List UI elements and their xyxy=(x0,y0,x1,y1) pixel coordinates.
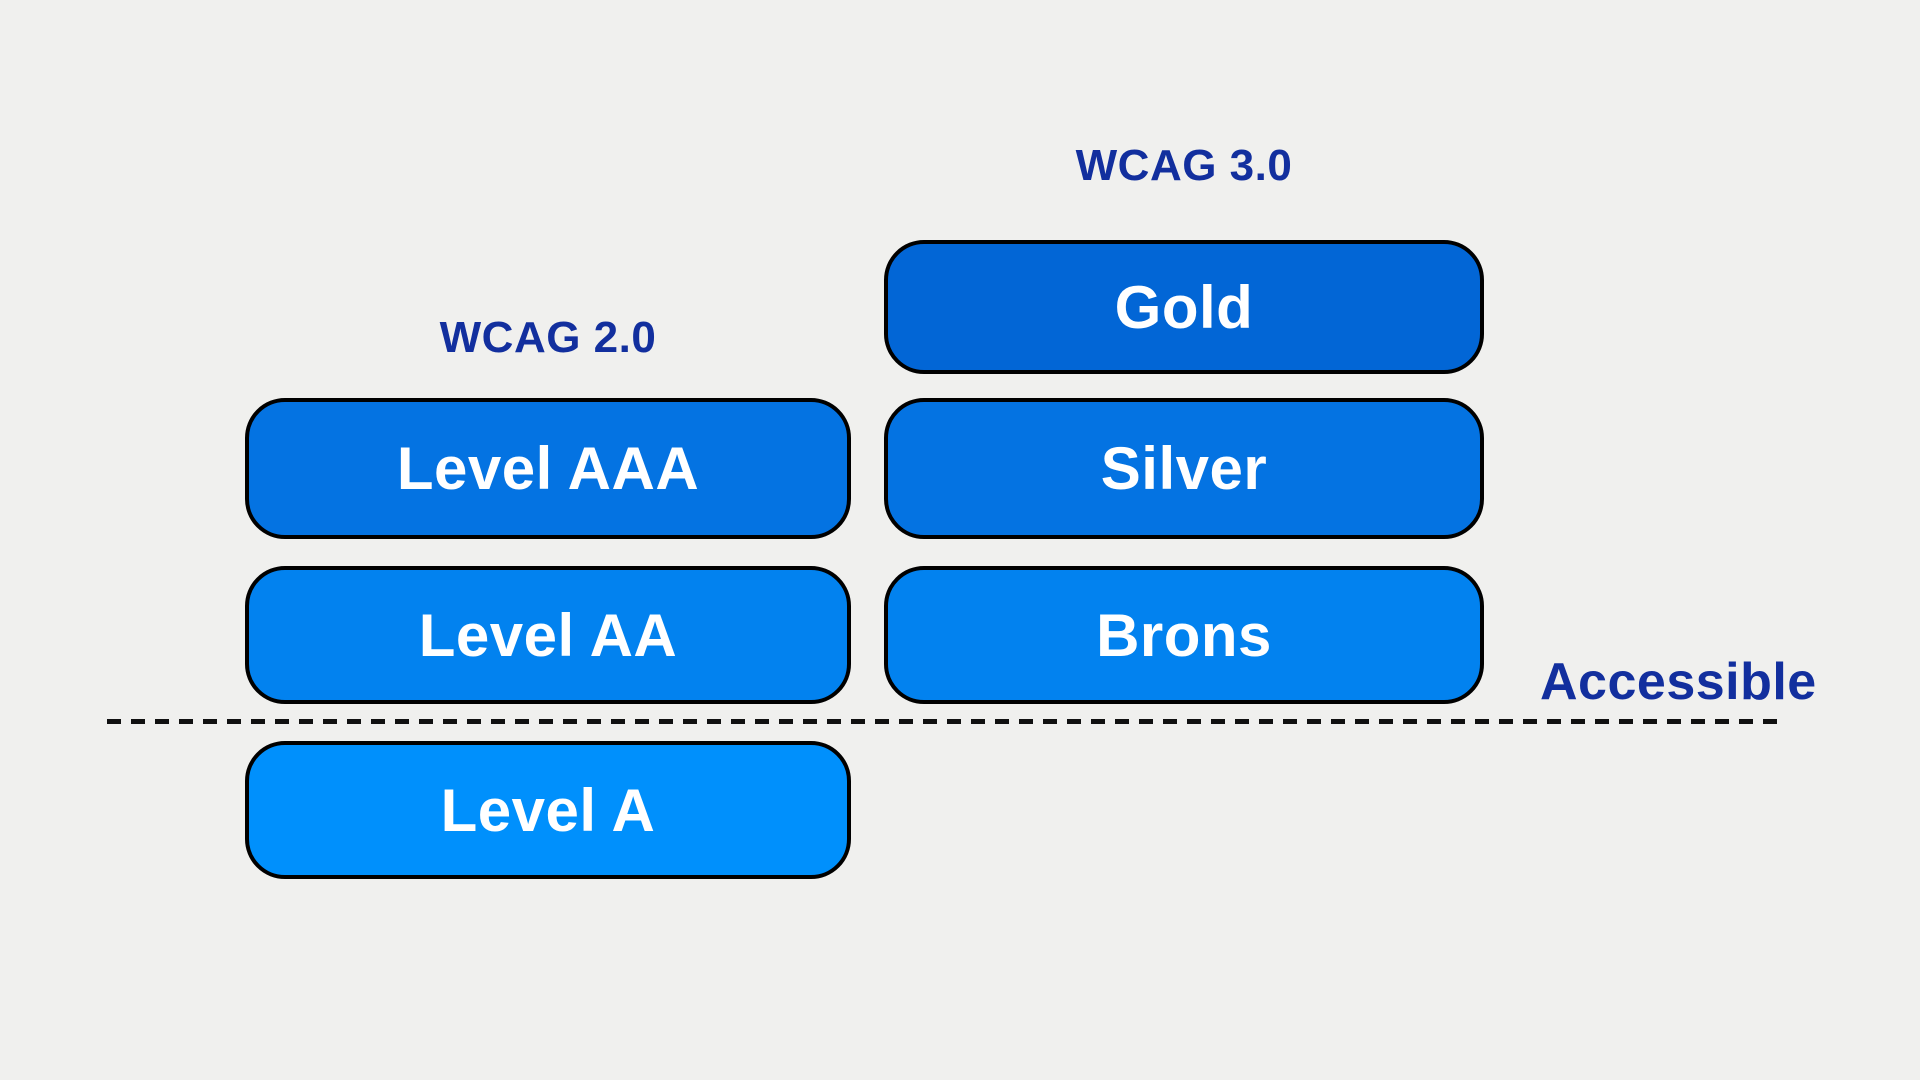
wcag30-gold-box: Gold xyxy=(884,240,1484,374)
accessible-label: Accessible xyxy=(1540,653,1817,711)
wcag30-brons-label: Brons xyxy=(1096,601,1272,669)
wcag20-level-aa-label: Level AA xyxy=(418,601,678,669)
wcag20-level-aaa-label: Level AAA xyxy=(396,435,700,502)
accessibility-threshold-dashed-line xyxy=(107,719,1783,724)
wcag20-level-a-box: Level A xyxy=(245,741,851,879)
wcag20-level-aa-box: Level AA xyxy=(245,566,851,704)
wcag30-gold-label: Gold xyxy=(1114,273,1254,341)
wcag20-column-heading: WCAG 2.0 xyxy=(439,313,657,362)
wcag30-column-heading: WCAG 3.0 xyxy=(1075,141,1293,190)
wcag20-level-aaa-box: Level AAA xyxy=(245,398,851,539)
wcag30-silver-box: Silver xyxy=(884,398,1484,539)
wcag30-silver-label: Silver xyxy=(1100,435,1268,502)
wcag30-brons-box: Brons xyxy=(884,566,1484,704)
wcag20-level-a-label: Level A xyxy=(440,776,656,844)
